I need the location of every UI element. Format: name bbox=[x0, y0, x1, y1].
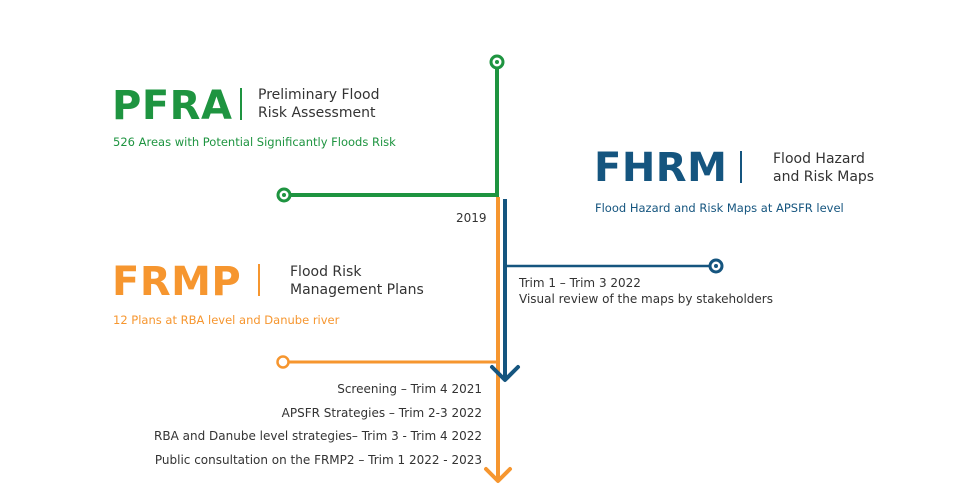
fhrm-end-node-dot bbox=[714, 264, 718, 268]
frmp-title: FRMP bbox=[112, 259, 242, 305]
pfra-divider bbox=[240, 88, 242, 120]
frmp-start-node bbox=[276, 355, 290, 369]
frmp-step: Public consultation on the FRMP2 – Trim … bbox=[154, 452, 482, 467]
review-description: Visual review of the maps by stakeholder… bbox=[519, 292, 773, 306]
fhrm-divider bbox=[740, 151, 742, 183]
frmp-step: RBA and Danube level strategies– Trim 3 … bbox=[154, 429, 482, 443]
pfra-full-name: Preliminary Flood Risk Assessment bbox=[258, 87, 380, 121]
pfra-title: PFRA bbox=[112, 83, 233, 129]
frmp-divider bbox=[258, 264, 260, 296]
pfra-top-node-dot bbox=[495, 60, 499, 64]
frmp-step: Screening – Trim 4 2021 bbox=[337, 382, 482, 396]
pfra-left-node-dot bbox=[282, 193, 286, 197]
fhrm-title: FHRM bbox=[594, 145, 728, 191]
frmp-steps-list: Screening – Trim 4 2021 APSFR Strategies… bbox=[154, 378, 482, 472]
fhrm-full-name: Flood Hazard and Risk Maps bbox=[773, 151, 875, 185]
frmp-subtitle: 12 Plans at RBA level and Danube river bbox=[113, 313, 340, 327]
frmp-full-name: Flood Risk Management Plans bbox=[290, 264, 424, 298]
review-period: Trim 1 – Trim 3 2022 bbox=[519, 276, 641, 290]
pfra-subtitle: 526 Areas with Potential Significantly F… bbox=[113, 135, 396, 149]
frmp-step: APSFR Strategies – Trim 2-3 2022 bbox=[281, 405, 482, 420]
frmp-arrow-head bbox=[484, 467, 512, 483]
fhrm-subtitle: Flood Hazard and Risk Maps at APSFR leve… bbox=[595, 201, 844, 215]
year-label: 2019 bbox=[456, 211, 487, 225]
fhrm-arrow-head bbox=[490, 365, 520, 382]
